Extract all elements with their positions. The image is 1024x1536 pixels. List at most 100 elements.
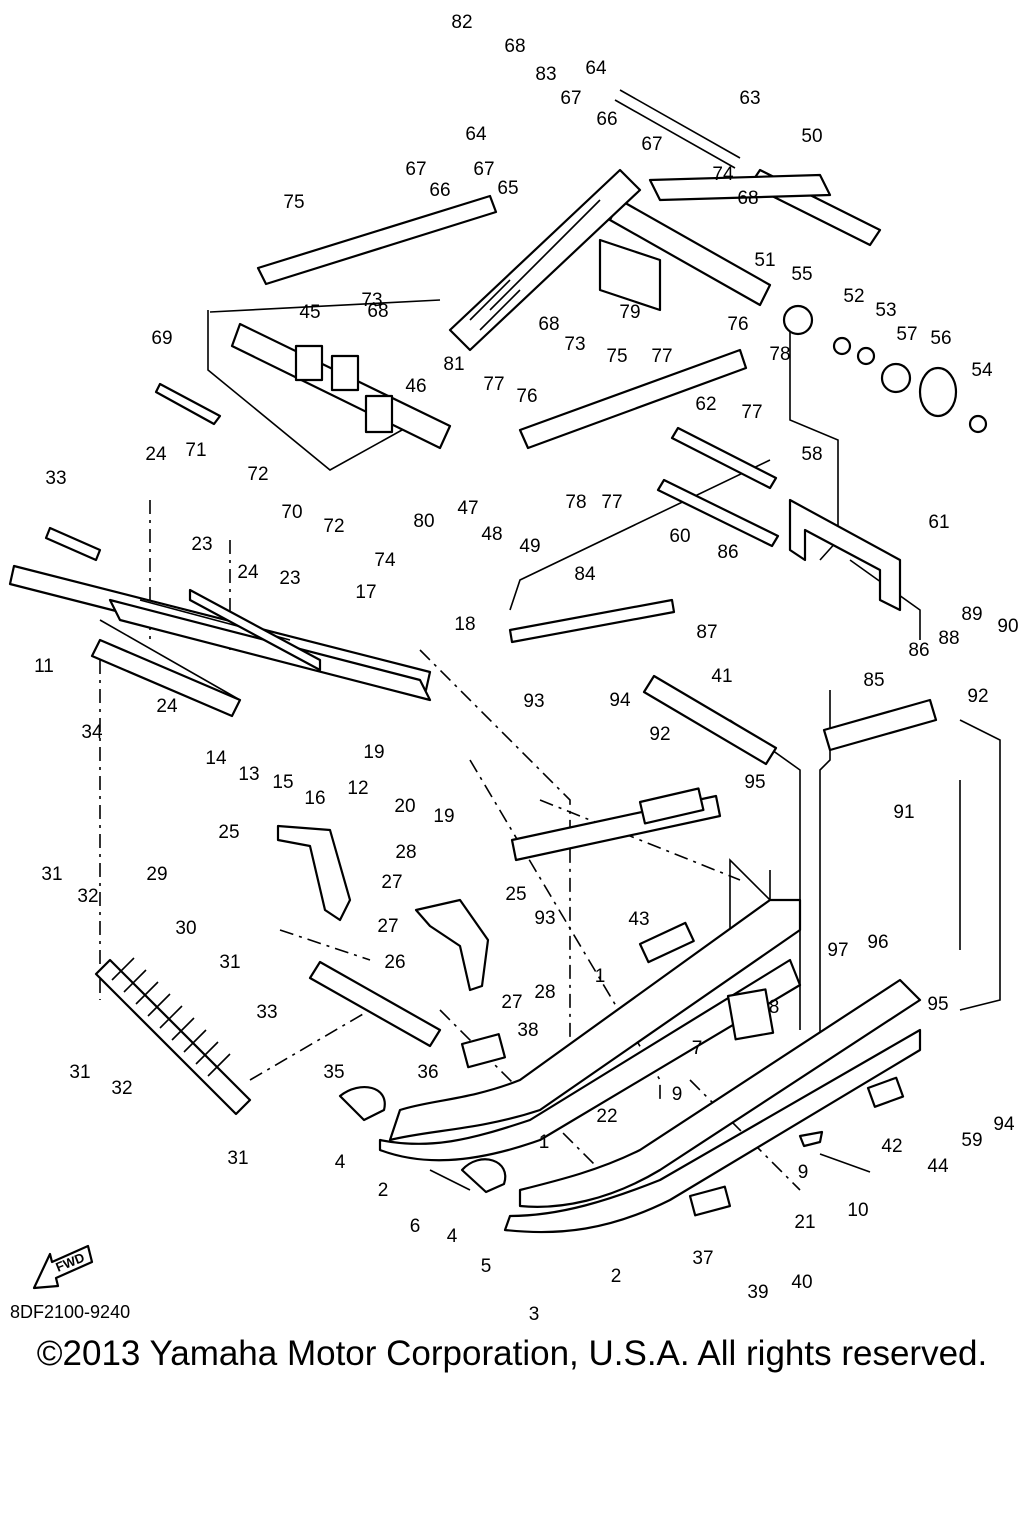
callout-61: 61 (928, 512, 949, 533)
callout-21: 21 (794, 1212, 815, 1233)
callout-1: 1 (539, 1132, 550, 1153)
callout-84: 84 (574, 564, 596, 585)
callout-73: 73 (564, 334, 585, 355)
callout-93: 93 (534, 908, 555, 929)
callout-77: 77 (483, 374, 504, 395)
callout-6: 6 (410, 1216, 421, 1237)
callout-33: 33 (256, 1002, 277, 1023)
callout-41: 41 (711, 666, 732, 687)
callout-60: 60 (669, 526, 690, 547)
callout-31: 31 (219, 952, 240, 973)
callout-77: 77 (741, 402, 762, 423)
callout-28: 28 (534, 982, 555, 1003)
callout-17: 17 (355, 582, 376, 603)
callout-42: 42 (881, 1136, 902, 1157)
callout-28: 28 (395, 842, 416, 863)
callout-77: 77 (601, 492, 622, 513)
callout-4: 4 (447, 1226, 458, 1247)
callout-10: 10 (847, 1200, 868, 1221)
callout-93: 93 (523, 691, 544, 712)
callout-94: 94 (993, 1114, 1015, 1135)
callout-91: 91 (893, 802, 914, 823)
link-rods (256, 194, 748, 450)
callout-66: 66 (596, 109, 617, 130)
callout-33: 33 (45, 468, 66, 489)
callout-90: 90 (997, 616, 1018, 637)
callout-62: 62 (695, 394, 716, 415)
callout-82: 82 (451, 12, 472, 33)
callout-32: 32 (77, 886, 98, 907)
callout-39: 39 (747, 1282, 768, 1303)
callout-57: 57 (896, 324, 917, 345)
copyright-notice: ©2013 Yamaha Motor Corporation, U.S.A. A… (36, 1334, 988, 1373)
callout-45: 45 (299, 302, 320, 323)
callout-36: 36 (417, 1062, 438, 1083)
callout-1: 1 (595, 966, 606, 987)
callout-69: 69 (151, 328, 172, 349)
callout-14: 14 (205, 748, 227, 769)
callout-78: 78 (565, 492, 586, 513)
callout-11: 11 (34, 656, 54, 677)
callout-87: 87 (696, 622, 717, 643)
callout-31: 31 (41, 864, 62, 885)
callout-25: 25 (218, 822, 239, 843)
front-shock-spring (94, 957, 252, 1116)
callout-22: 22 (596, 1106, 617, 1127)
center-shaft (308, 960, 442, 1048)
front-suspension-frame (8, 526, 432, 718)
callout-24: 24 (156, 696, 178, 717)
callout-3: 3 (529, 1304, 540, 1325)
callout-86: 86 (717, 542, 738, 563)
callout-56: 56 (930, 328, 951, 349)
callout-23: 23 (279, 568, 300, 589)
callout-35: 35 (323, 1062, 344, 1083)
callout-58: 58 (801, 444, 822, 465)
callout-64: 64 (465, 124, 487, 145)
callout-31: 31 (69, 1062, 90, 1083)
callout-31: 31 (227, 1148, 248, 1169)
callout-66: 66 (429, 180, 450, 201)
callout-68: 68 (538, 314, 559, 335)
callout-72: 72 (247, 464, 268, 485)
callout-76: 76 (727, 314, 748, 335)
callout-27: 27 (501, 992, 522, 1013)
callout-95: 95 (927, 994, 948, 1015)
callout-75: 75 (283, 192, 304, 213)
callout-27: 27 (377, 916, 398, 937)
callout-18: 18 (454, 614, 475, 635)
callout-80: 80 (413, 511, 434, 532)
callout-53: 53 (875, 300, 896, 321)
callout-64: 64 (585, 58, 607, 79)
callout-67: 67 (641, 134, 662, 155)
callout-97: 97 (827, 940, 848, 961)
callout-13: 13 (238, 764, 259, 785)
callout-67: 67 (560, 88, 581, 109)
callout-74: 74 (712, 164, 734, 185)
callout-85: 85 (863, 670, 884, 691)
callout-92: 92 (967, 686, 988, 707)
callout-9: 9 (672, 1084, 683, 1105)
forward-direction-arrow: FWD (32, 1244, 94, 1290)
rear-pivot-arm-assembly (598, 89, 988, 434)
callout-89: 89 (961, 604, 982, 625)
callout-25: 25 (505, 884, 526, 905)
slide-rails (378, 898, 922, 1234)
front-pivot-shaft-assembly (154, 322, 452, 450)
callout-5: 5 (481, 1256, 492, 1277)
callout-68: 68 (367, 301, 388, 322)
callout-8: 8 (769, 997, 780, 1018)
callout-19: 19 (433, 806, 454, 827)
callout-52: 52 (843, 286, 864, 307)
callout-72: 72 (323, 516, 344, 537)
callout-20: 20 (394, 796, 415, 817)
callout-15: 15 (272, 772, 293, 793)
callout-59: 59 (961, 1130, 982, 1151)
callout-79: 79 (619, 302, 640, 323)
callout-75: 75 (606, 346, 627, 367)
callout-29: 29 (146, 864, 167, 885)
callout-86: 86 (908, 640, 929, 661)
callout-68: 68 (737, 188, 758, 209)
small-parts (338, 921, 905, 1217)
